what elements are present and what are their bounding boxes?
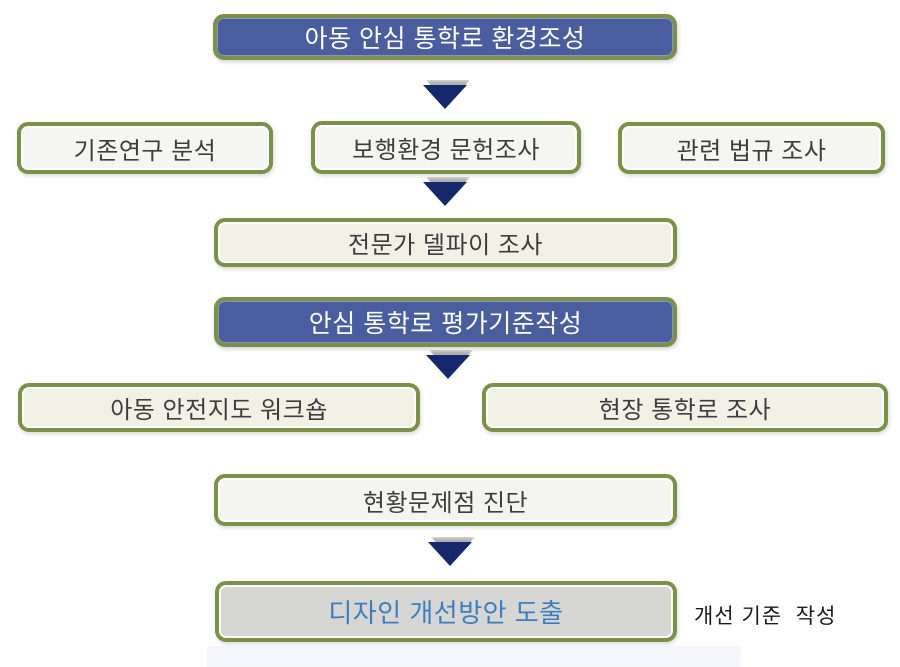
box-safety-map-workshop-label: 아동 안전지도 워크숍 bbox=[110, 397, 328, 424]
stage2-title-box: 안심 통학로 평가기준작성 bbox=[214, 297, 677, 347]
box-related-regulations: 관련 법규 조사 bbox=[618, 122, 885, 174]
stage2-title-label: 안심 통학로 평가기준작성 bbox=[308, 310, 583, 338]
box-problem-diagnosis-label: 현황문제점 진단 bbox=[362, 489, 529, 517]
box-existing-research: 기존연구 분석 bbox=[17, 122, 273, 174]
outcome-side-note: 개선 기준 작성 bbox=[694, 605, 837, 628]
down-arrow-3 bbox=[426, 355, 470, 379]
box-design-improvement-outcome: 디자인 개선방안 도출 bbox=[215, 581, 677, 642]
box-expert-delphi-label: 전문가 델파이 조사 bbox=[348, 232, 543, 259]
bottom-highlight-band bbox=[207, 646, 741, 667]
box-field-route-survey: 현장 통학로 조사 bbox=[482, 383, 888, 432]
box-expert-delphi: 전문가 델파이 조사 bbox=[214, 218, 677, 267]
box-walking-environment-literature: 보행환경 문헌조사 bbox=[311, 121, 581, 174]
box-problem-diagnosis: 현황문제점 진단 bbox=[214, 474, 677, 526]
box-existing-research-label: 기존연구 분석 bbox=[73, 137, 217, 165]
down-arrow-2 bbox=[423, 182, 467, 206]
box-related-regulations-label: 관련 법규 조사 bbox=[676, 137, 827, 165]
down-arrow-4 bbox=[428, 542, 472, 566]
box-walking-environment-literature-label: 보행환경 문헌조사 bbox=[352, 137, 540, 164]
stage1-title-box: 아동 안심 통학로 환경조성 bbox=[213, 14, 677, 60]
stage1-title-label: 아동 안심 통학로 환경조성 bbox=[304, 25, 586, 53]
box-safety-map-workshop: 아동 안전지도 워크숍 bbox=[18, 383, 420, 432]
box-design-improvement-outcome-label: 디자인 개선방안 도출 bbox=[328, 598, 564, 628]
down-arrow-1 bbox=[423, 85, 467, 109]
box-field-route-survey-label: 현장 통학로 조사 bbox=[598, 397, 772, 424]
